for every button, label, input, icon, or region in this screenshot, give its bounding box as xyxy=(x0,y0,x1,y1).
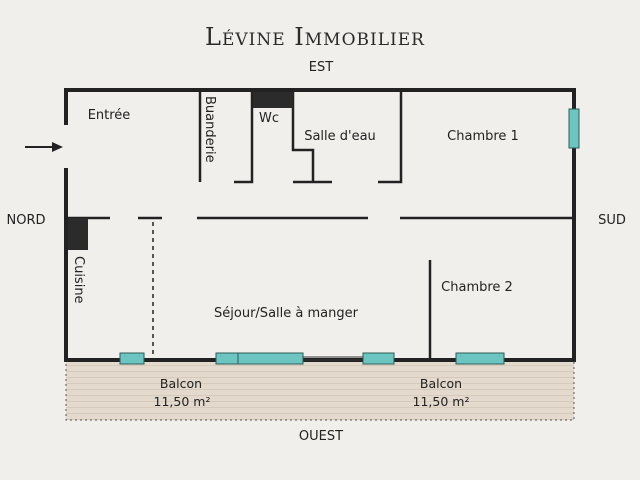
window xyxy=(119,352,145,365)
room-label-entree: Entrée xyxy=(88,108,131,123)
compass-south: SUD xyxy=(598,213,626,228)
kitchen-duct xyxy=(68,218,88,250)
window xyxy=(215,352,239,365)
room-label-wc: Wc xyxy=(259,111,279,126)
balcony-area-label: 11,50 m² xyxy=(154,394,211,409)
window xyxy=(237,352,304,365)
window xyxy=(568,108,580,149)
interior-walls xyxy=(68,92,572,358)
windows xyxy=(119,108,580,365)
compass-east: EST xyxy=(309,60,333,75)
compass-north: NORD xyxy=(7,213,46,228)
sliding-door xyxy=(303,356,363,361)
balcony-area xyxy=(65,359,575,421)
outer-walls xyxy=(64,88,576,362)
wc-duct xyxy=(253,92,293,108)
window xyxy=(362,352,395,365)
page-title: Lévine Immobilier xyxy=(205,23,425,51)
room-label-salle-deau: Salle d'eau xyxy=(304,129,376,144)
room-label-sejour: Séjour/Salle à manger xyxy=(214,306,359,321)
room-label-chambre1: Chambre 1 xyxy=(447,129,519,144)
balcony-area-label: 11,50 m² xyxy=(413,394,470,409)
room-label-chambre2: Chambre 2 xyxy=(441,280,513,295)
room-label-buanderie: Buanderie xyxy=(202,96,217,163)
window xyxy=(455,352,505,365)
balcony-label: Balcon xyxy=(160,376,202,391)
entry-arrow-icon xyxy=(25,142,63,152)
compass-west: OUEST xyxy=(299,429,343,444)
balcony-label: Balcon xyxy=(420,376,462,391)
room-label-cuisine: Cuisine xyxy=(71,256,86,304)
